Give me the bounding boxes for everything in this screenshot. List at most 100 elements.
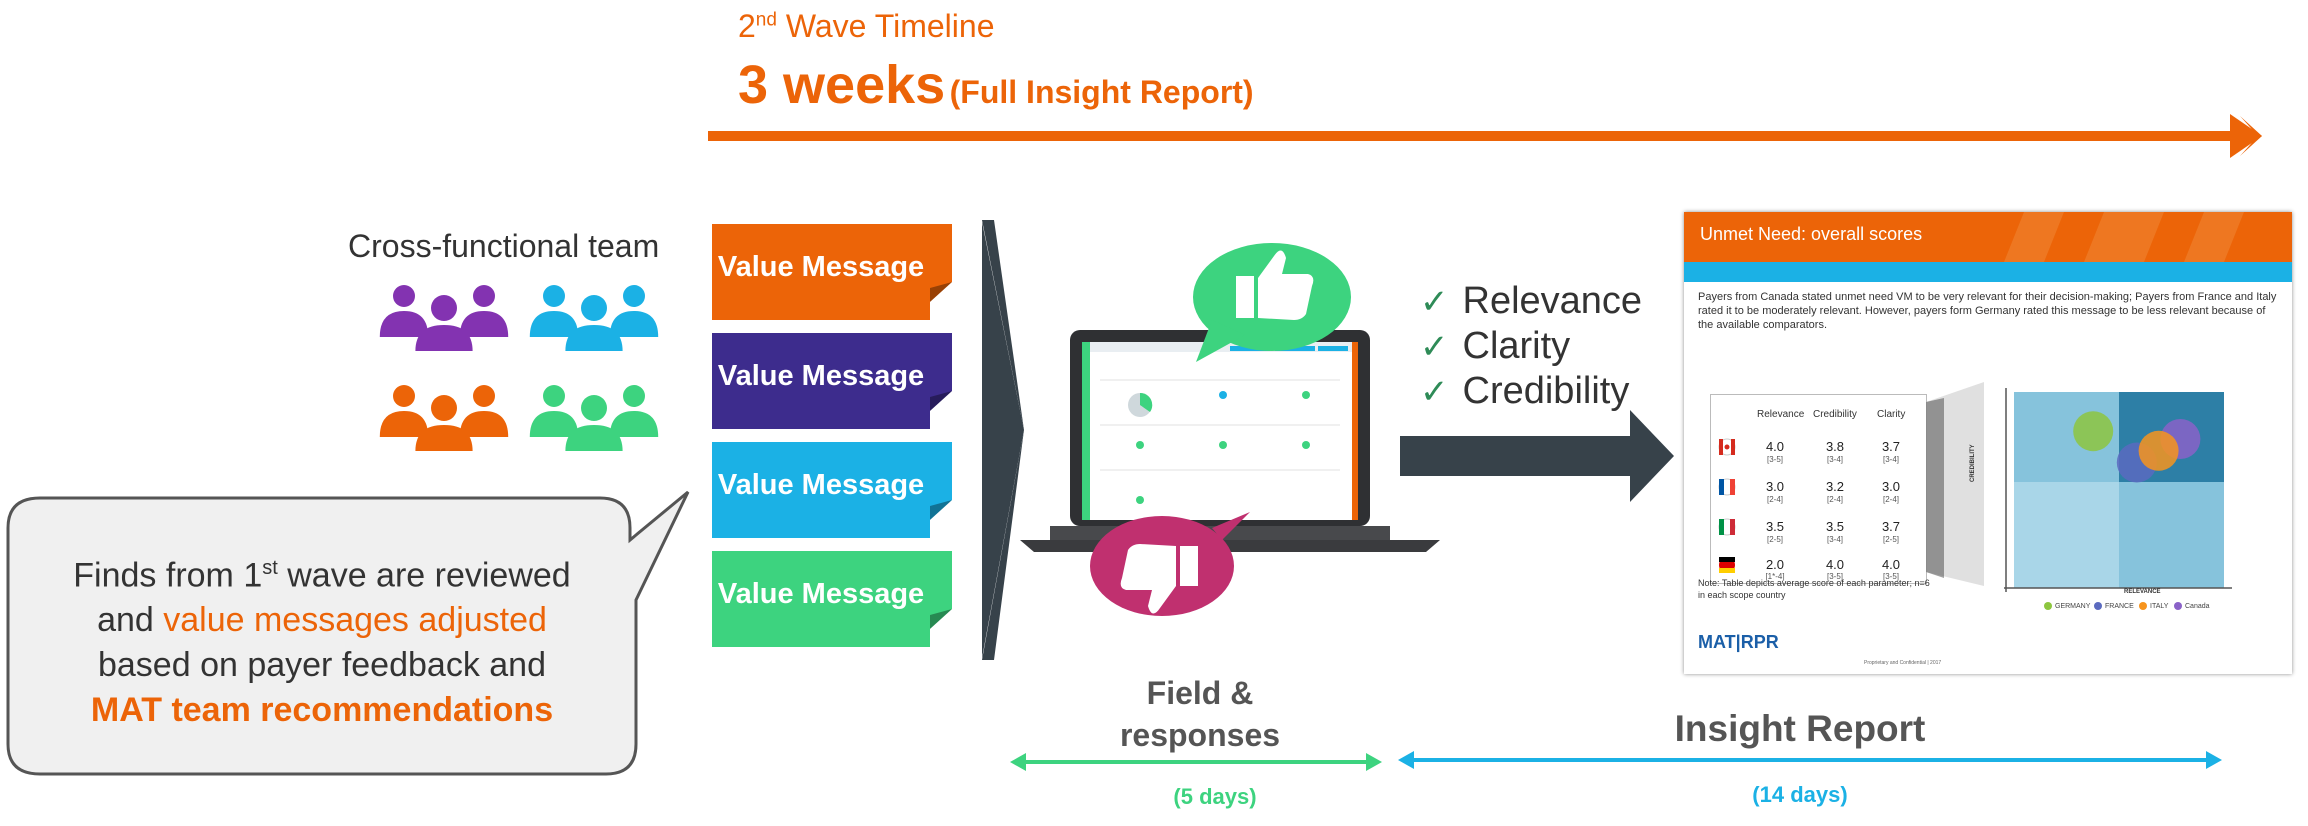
flag-icon-canada: [1718, 438, 1736, 456]
table-cell: 4.0: [1825, 557, 1845, 572]
value-message-block-3: Value Message: [712, 442, 952, 538]
value-message-label: Value Message: [712, 442, 930, 538]
table-range: [2-5]: [1882, 535, 1899, 544]
table-cell: 3.0: [1881, 479, 1901, 494]
flag-icon-italy: [1718, 518, 1736, 536]
table-range: [2-4]: [1766, 495, 1783, 504]
legend-item: Canada: [2174, 602, 2210, 610]
bubble-point-italy: [2138, 430, 2179, 471]
table-range: [3-5]: [1826, 572, 1843, 581]
criteria-item-clarity: ✓ Clarity: [1420, 325, 1570, 368]
people-group-icon: [529, 385, 659, 451]
bubble-line1: Finds from 1: [73, 556, 263, 595]
table-cell: 4.0: [1765, 439, 1785, 454]
wave-ordinal-suffix: nd: [755, 9, 777, 31]
insight-phase-label: Insight Report: [1674, 708, 1926, 749]
legend-dot: [2139, 602, 2147, 610]
table-cell: 3.7: [1881, 519, 1901, 534]
bubble-text: Finds from 1st wave are reviewed and val…: [22, 546, 622, 733]
country-flags: [1718, 438, 1736, 573]
criteria-label: Credibility: [1462, 370, 1630, 412]
criteria-label: Relevance: [1462, 280, 1643, 322]
table-range: [1*-4]: [1765, 572, 1785, 581]
value-message-block-4: Value Message: [712, 551, 952, 647]
legend-item: ITALY: [2139, 602, 2168, 610]
table-cell: 4.0: [1881, 557, 1901, 572]
field-duration-arrow: [1010, 753, 1382, 771]
bubble-line3: based on payer feedback and: [97, 646, 546, 685]
bubble-line4: MAT team recommendations: [90, 691, 554, 730]
check-icon: ✓: [1420, 328, 1449, 366]
chevron-separator: [982, 220, 1024, 660]
bubble-line1-end: wave are reviewed: [277, 556, 571, 595]
table-range: [2-5]: [1766, 535, 1783, 544]
bubble-line2: and: [97, 601, 164, 640]
legend-dot: [2094, 602, 2102, 610]
field-days: (5 days): [1173, 784, 1257, 809]
value-message-block-1: Value Message: [712, 224, 952, 320]
value-message-label: Value Message: [712, 551, 930, 647]
criteria-item-credibility: ✓Credibility: [1420, 370, 1629, 413]
laptop-illustration: [1020, 330, 1440, 552]
team-icons: [379, 285, 659, 451]
table-range: [2-4]: [1826, 495, 1843, 504]
check-icon: ✓: [1420, 283, 1449, 321]
table-header: Clarity: [1877, 409, 1906, 420]
insight-days: (14 days): [1752, 782, 1848, 807]
value-message-label: Value Message: [712, 224, 930, 320]
insight-report-thumbnail: Unmet Need: overall scores Payers from C…: [1684, 212, 2292, 674]
table-header: Relevance: [1757, 409, 1805, 420]
table-range: [3-5]: [1882, 572, 1899, 581]
table-cell: 3.0: [1765, 479, 1785, 494]
legend-label: FRANCE: [2105, 602, 2134, 610]
table-cell: 2.0: [1765, 557, 1785, 572]
dark-arrow: [1400, 410, 1674, 502]
bubble-sup: st: [262, 557, 278, 579]
legend-dot: [2174, 602, 2182, 610]
table-cell: 3.7: [1881, 439, 1901, 454]
table-cell: 3.8: [1825, 439, 1845, 454]
value-message-label: Value Message: [712, 333, 930, 429]
people-group-icon: [379, 285, 509, 351]
criteria-item-relevance: ✓ Relevance: [1420, 280, 1642, 323]
legend-dot: [2044, 602, 2052, 610]
y-axis-label: CREDIBILITY: [1970, 444, 1976, 482]
value-message-block-2: Value Message: [712, 333, 952, 429]
speech-bubble: [6, 490, 690, 776]
timeline-wave-label: 2nd Wave Timeline: [738, 8, 994, 45]
report-note: Note: Table depicts average score of eac…: [1698, 578, 1930, 600]
wave-ordinal: 2: [738, 8, 756, 44]
report-type-text: (Full Insight Report): [949, 74, 1254, 110]
table-range: [3-4]: [1882, 455, 1899, 464]
legend-label: ITALY: [2150, 602, 2169, 610]
field-label-line2: responses: [1119, 717, 1281, 753]
mat-rpr-logo: MAT|RPR: [1698, 632, 1779, 652]
bubble-chart: [1926, 382, 2232, 592]
legend-label: GERMANY: [2055, 602, 2091, 610]
thumbs-down-icon: [1090, 512, 1250, 616]
report-title: Unmet Need: overall scores: [1700, 224, 1923, 244]
timeline-duration: 3 weeks (Full Insight Report): [738, 54, 1254, 116]
duration-text: 3 weeks: [738, 55, 946, 115]
team-label: Cross-functional team: [348, 228, 660, 264]
table-range: [3-5]: [1766, 455, 1783, 464]
table-range: [3-4]: [1826, 455, 1843, 464]
timeline-arrow: [708, 114, 2262, 158]
table-cell: 3.2: [1825, 479, 1845, 494]
insight-duration-arrow: [1398, 751, 2222, 769]
legend-item: FRANCE: [2094, 602, 2134, 610]
field-phase-label: Field & responses: [1020, 672, 1380, 756]
wave-timeline-text: Wave Timeline: [785, 8, 995, 44]
thumbs-up-icon: [1193, 243, 1351, 362]
bubble-point-germany: [2073, 411, 2114, 452]
report-summary: Payers from Canada stated unmet need VM …: [1698, 291, 2277, 331]
report-band: [1684, 262, 2292, 282]
criteria-label: Clarity: [1462, 325, 1571, 367]
table-cell: 3.5: [1825, 519, 1845, 534]
table-cell: 3.5: [1765, 519, 1785, 534]
table-range: [2-4]: [1882, 495, 1899, 504]
bubble-highlight: value messages adjusted: [163, 601, 547, 640]
flag-icon-germany: [1719, 557, 1735, 573]
report-header: Unmet Need: overall scores: [1684, 212, 2292, 262]
